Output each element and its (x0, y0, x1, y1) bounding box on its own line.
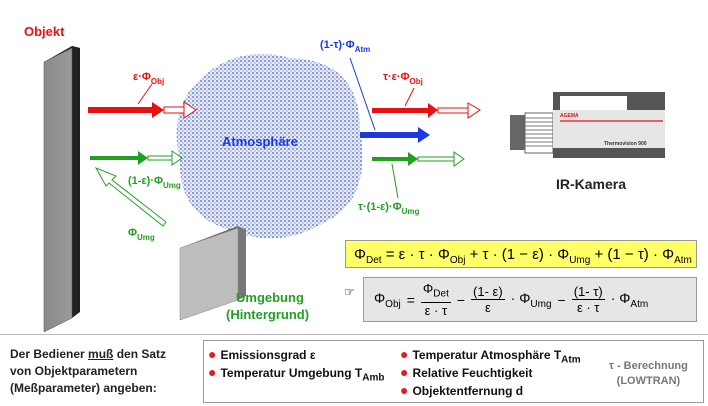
param-item: ●Temperatur Umgebung TAmb (208, 364, 385, 384)
surroundings-label-1: Umgebung (236, 290, 304, 305)
label-tau-eps-phi-obj: τ·ε·Φ (383, 71, 410, 83)
operator-instructions: Der Bediener muß den Satz von Objektpara… (10, 347, 167, 395)
diagram-canvas: Objekt Atmosphäre Umgebung (Hintergrund)… (24, 24, 665, 333)
divider (0, 334, 708, 335)
param-item: ●Emissionsgrad ε (208, 346, 316, 362)
object-label: Objekt (24, 24, 65, 39)
param-item: ●Relative Feuchtigkeit (400, 364, 533, 380)
svg-text:τ·(1-ε)·ΦUmg: τ·(1-ε)·ΦUmg (358, 201, 419, 216)
svg-text:τ·ε·ΦObj: τ·ε·ΦObj (383, 71, 423, 86)
svg-text:(1-ε)·ΦUmg: (1-ε)·ΦUmg (128, 175, 181, 190)
bullet-icon: ● (208, 364, 217, 380)
arrow-phi-umg-incoming (94, 167, 167, 227)
arrow-one-minus-tau-phi-atm (360, 127, 430, 143)
camera-brand: AGEMA (560, 113, 579, 119)
pointer-line (391, 163, 399, 199)
ir-camera-icon: AGEMA Thermovision 900 (510, 92, 665, 158)
surroundings-label-2: (Hintergrund) (226, 307, 309, 322)
svg-text:(1-τ)·ΦAtm: (1-τ)·ΦAtm (320, 39, 370, 54)
pointer-line (404, 87, 415, 107)
arrow-tau-eps-phi-obj (372, 102, 481, 119)
camera-model: Thermovision 900 (604, 141, 647, 147)
svg-text:ΦUmg: ΦUmg (128, 227, 155, 242)
camera-label: IR-Kamera (556, 176, 626, 192)
param-item: ●Temperatur Atmosphäre TAtm (400, 346, 581, 366)
surroundings-panel (179, 226, 246, 321)
object-wall (43, 46, 80, 333)
label-one-minus-eps-phi-umg: (1-ε)·Φ (128, 175, 163, 187)
hand-pointer-icon: ☞ (344, 285, 355, 299)
atmosphere-label: Atmosphäre (222, 134, 298, 149)
object-parameters-box: ●Emissionsgrad ε ●Temperatur Umgebung TA… (203, 340, 704, 403)
pointer-line (137, 83, 153, 105)
tau-calculation-note: τ - Berechnung(LOWTRAN) (609, 360, 688, 387)
bullet-icon: ● (208, 346, 217, 362)
arrow-tau-one-minus-eps-phi-umg (372, 151, 465, 167)
detector-flux-equation: ΦDet = ε · τ · ΦObj + τ · (1 − ε) · ΦUmg… (345, 240, 697, 268)
arrow-eps-phi-obj (88, 101, 197, 119)
bullet-icon: ● (400, 364, 409, 380)
atmosphere-cloud (176, 54, 363, 239)
arrow-one-minus-eps-phi-umg (90, 150, 183, 166)
bullet-icon: ● (400, 346, 409, 362)
label-tau-one-minus-eps-phi-umg: τ·(1-ε)·Φ (358, 201, 402, 213)
label-one-minus-tau-phi-atm: (1-τ)·Φ (320, 39, 355, 51)
label-phi-umg: Φ (128, 227, 137, 239)
svg-text:ε·ΦObj: ε·ΦObj (133, 71, 164, 86)
bullet-icon: ● (400, 382, 409, 398)
pointer-line (349, 57, 376, 131)
label-eps-phi-obj: ε·Φ (133, 71, 151, 83)
param-item: ●Objektentfernung d (400, 382, 524, 398)
